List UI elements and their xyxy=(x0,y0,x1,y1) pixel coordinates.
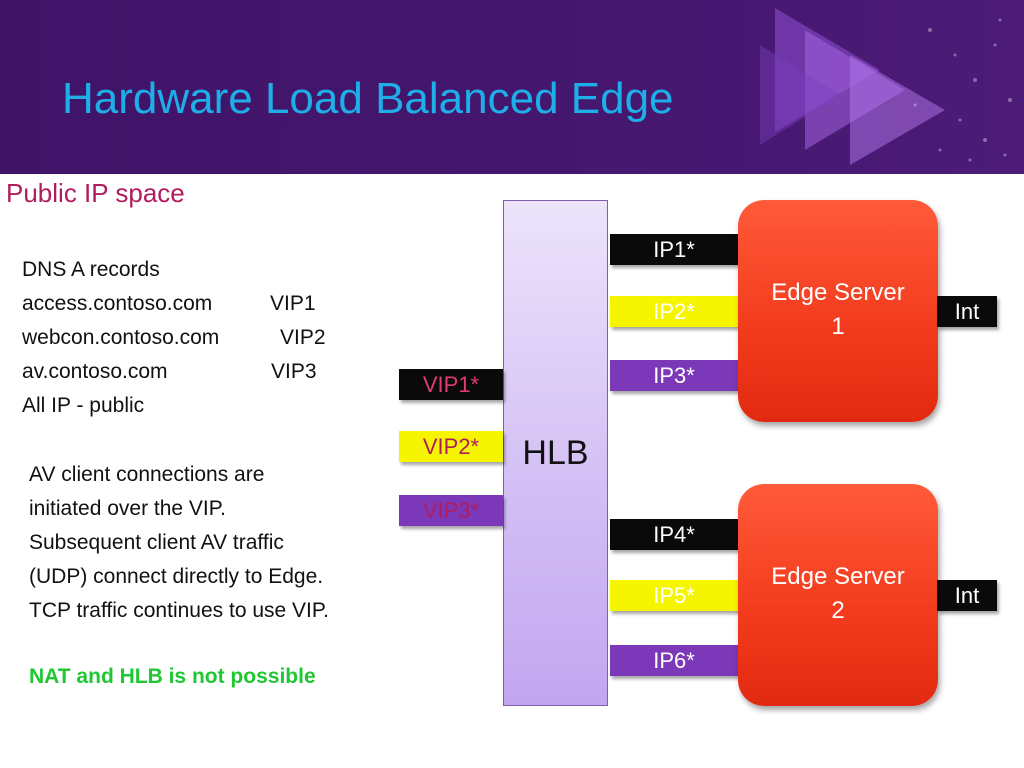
av-note-line: TCP traffic continues to use VIP. xyxy=(29,599,329,622)
hlb-box xyxy=(503,200,608,706)
av-note-line: initiated over the VIP. xyxy=(29,497,226,520)
av-note-line: AV client connections are xyxy=(29,463,265,486)
av-note-line: Subsequent client AV traffic xyxy=(29,531,284,554)
edge-server-number: 1 xyxy=(831,313,845,340)
ip4-tag: IP4* xyxy=(610,519,738,550)
play-arrows-decoration xyxy=(760,8,1012,165)
dns-row: webcon.contoso.com VIP2 xyxy=(22,321,326,355)
edge-server-number: 2 xyxy=(831,597,845,624)
ip2-tag: IP2* xyxy=(610,296,738,327)
dns-vip: VIP2 xyxy=(280,326,326,349)
dns-heading: DNS A records xyxy=(22,258,160,281)
dns-vip: VIP1 xyxy=(270,292,316,315)
edge-server-label: Edge Server xyxy=(771,563,905,590)
ip5-tag: IP5* xyxy=(610,580,738,611)
int-tag-server-1: Int xyxy=(937,296,997,327)
vip1-tag: VIP1* xyxy=(399,369,503,400)
nat-warning: NAT and HLB is not possible xyxy=(29,665,316,688)
ip3-tag: IP3* xyxy=(610,360,738,391)
dns-host: av.contoso.com xyxy=(22,360,168,383)
dns-host: access.contoso.com xyxy=(22,292,213,315)
hlb-label: HLB xyxy=(522,434,589,472)
av-note-block: AV client connections are initiated over… xyxy=(29,458,329,628)
edge-server-label: Edge Server xyxy=(771,279,905,306)
dns-footer: All IP - public xyxy=(22,394,145,417)
int-tag-server-2: Int xyxy=(937,580,997,611)
av-note-line: (UDP) connect directly to Edge. xyxy=(29,565,324,588)
edge-server-1: Edge Server 1 xyxy=(738,200,938,422)
dns-row: av.contoso.com VIP3 xyxy=(22,355,317,389)
dns-row: access.contoso.com VIP1 xyxy=(22,287,316,321)
dns-records-block: DNS A records access.contoso.com VIP1 we… xyxy=(22,253,326,423)
vip2-tag: VIP2* xyxy=(399,431,503,462)
dns-vip: VIP3 xyxy=(271,360,317,383)
ip6-tag: IP6* xyxy=(610,645,738,676)
vip3-tag: VIP3* xyxy=(399,495,503,526)
ip1-tag: IP1* xyxy=(610,234,738,265)
edge-server-2: Edge Server 2 xyxy=(738,484,938,706)
title-banner: Hardware Load Balanced Edge xyxy=(0,0,1024,174)
slide-title: Hardware Load Balanced Edge xyxy=(62,74,674,123)
public-ip-space-heading: Public IP space xyxy=(6,178,185,208)
dns-host: webcon.contoso.com xyxy=(22,326,220,349)
